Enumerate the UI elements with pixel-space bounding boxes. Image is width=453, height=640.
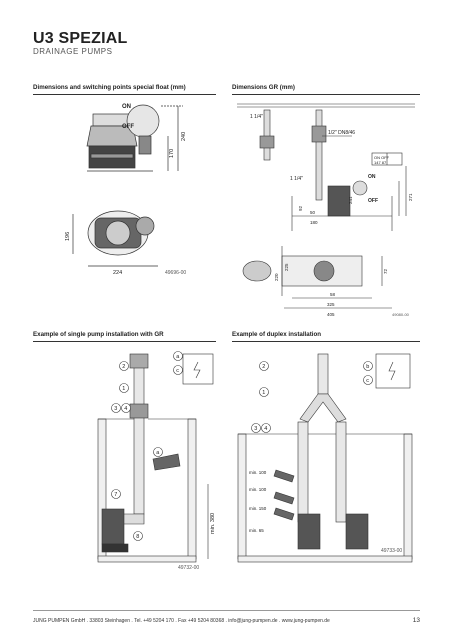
- dim-241: 241: [348, 196, 353, 204]
- callout-a2: a: [156, 450, 160, 456]
- dim-271: 271: [408, 193, 413, 201]
- dim-240: 240: [181, 132, 187, 141]
- dim-72: 72: [383, 268, 388, 274]
- dim-224: 224: [113, 270, 122, 276]
- figure-float-dimensions: ON OFF 240 170 196 224 49696-00: [33, 96, 216, 281]
- drawing-number: 49732-00: [178, 565, 199, 571]
- level-label: min. 150: [249, 506, 267, 511]
- dim-1-2: 1/2" DN8/46: [328, 130, 355, 136]
- section-heading-gr: Dimensions GR (mm): [232, 84, 295, 91]
- footer-rule: [33, 610, 420, 611]
- callout-3: 3: [254, 426, 257, 432]
- figure-single-installation: 2 1 3 4 7 8 a c a min. 380 49732-00: [88, 344, 218, 572]
- on-label: ON: [368, 174, 376, 180]
- callout-4: 4: [264, 426, 267, 432]
- dim-196: 196: [65, 232, 71, 241]
- switch-table-values: 147 87: [374, 160, 387, 165]
- on-label: ON: [122, 104, 131, 110]
- figure-gr-dimensions: 1 1/4" 1/2" DN8/46 1 1/4" ON OFF ON OFF …: [232, 96, 420, 321]
- callout-a: a: [176, 354, 180, 360]
- off-label: OFF: [122, 124, 134, 130]
- drawing-number: 49733-00: [381, 548, 402, 554]
- section-heading-float: Dimensions and switching points special …: [33, 84, 186, 91]
- callout-2: 2: [262, 364, 265, 370]
- callout-c: c: [366, 378, 369, 384]
- dim-1-1-4-side: 1 1/4": [290, 176, 303, 182]
- dim-220: 220: [274, 273, 279, 281]
- page-number: 13: [412, 617, 420, 624]
- dim-1-1-4-top: 1 1/4": [250, 114, 263, 120]
- callout-1: 1: [262, 390, 265, 396]
- dim-325: 325: [327, 302, 335, 307]
- level-label: min. 100: [249, 470, 267, 475]
- drawing-number: 49080-00: [392, 312, 410, 317]
- section-rule: [232, 341, 420, 342]
- dim-180: 180: [310, 220, 318, 225]
- page-title: U3 SPEZIAL: [33, 30, 128, 47]
- off-label: OFF: [368, 198, 378, 204]
- callout-8: 8: [136, 534, 139, 540]
- dim-58: 58: [330, 292, 336, 297]
- level-label: min. 100: [249, 487, 267, 492]
- page-subtitle: DRAINAGE PUMPS: [33, 47, 113, 56]
- dim-min-380: min. 380: [210, 513, 216, 534]
- section-rule: [33, 341, 216, 342]
- section-heading-single: Example of single pump installation with…: [33, 331, 164, 338]
- drawing-number: 49696-00: [165, 270, 186, 276]
- dim-50: 50: [310, 210, 316, 215]
- footer-contact: JUNG PUMPEN GmbH . 33803 Steinhagen . Te…: [33, 618, 330, 624]
- section-rule: [232, 94, 420, 95]
- level-label: min. 65: [249, 528, 264, 533]
- callout-1: 1: [122, 386, 125, 392]
- switch-table-head: ON OFF: [374, 155, 390, 160]
- callout-7: 7: [114, 492, 117, 498]
- section-rule: [33, 94, 216, 95]
- callout-b: b: [366, 364, 369, 370]
- callout-4: 4: [124, 406, 127, 412]
- dim-225: 225: [284, 263, 289, 271]
- callout-c: c: [176, 368, 179, 374]
- section-heading-duplex: Example of duplex installation: [232, 331, 322, 338]
- dim-405: 405: [327, 312, 335, 317]
- dim-170: 170: [169, 149, 175, 158]
- figure-duplex-installation: 2 1 3 4 b c min. 100 min. 100 min. 150 m…: [236, 344, 420, 572]
- callout-3: 3: [114, 406, 117, 412]
- dim-92: 92: [298, 205, 303, 211]
- callout-2: 2: [122, 364, 125, 370]
